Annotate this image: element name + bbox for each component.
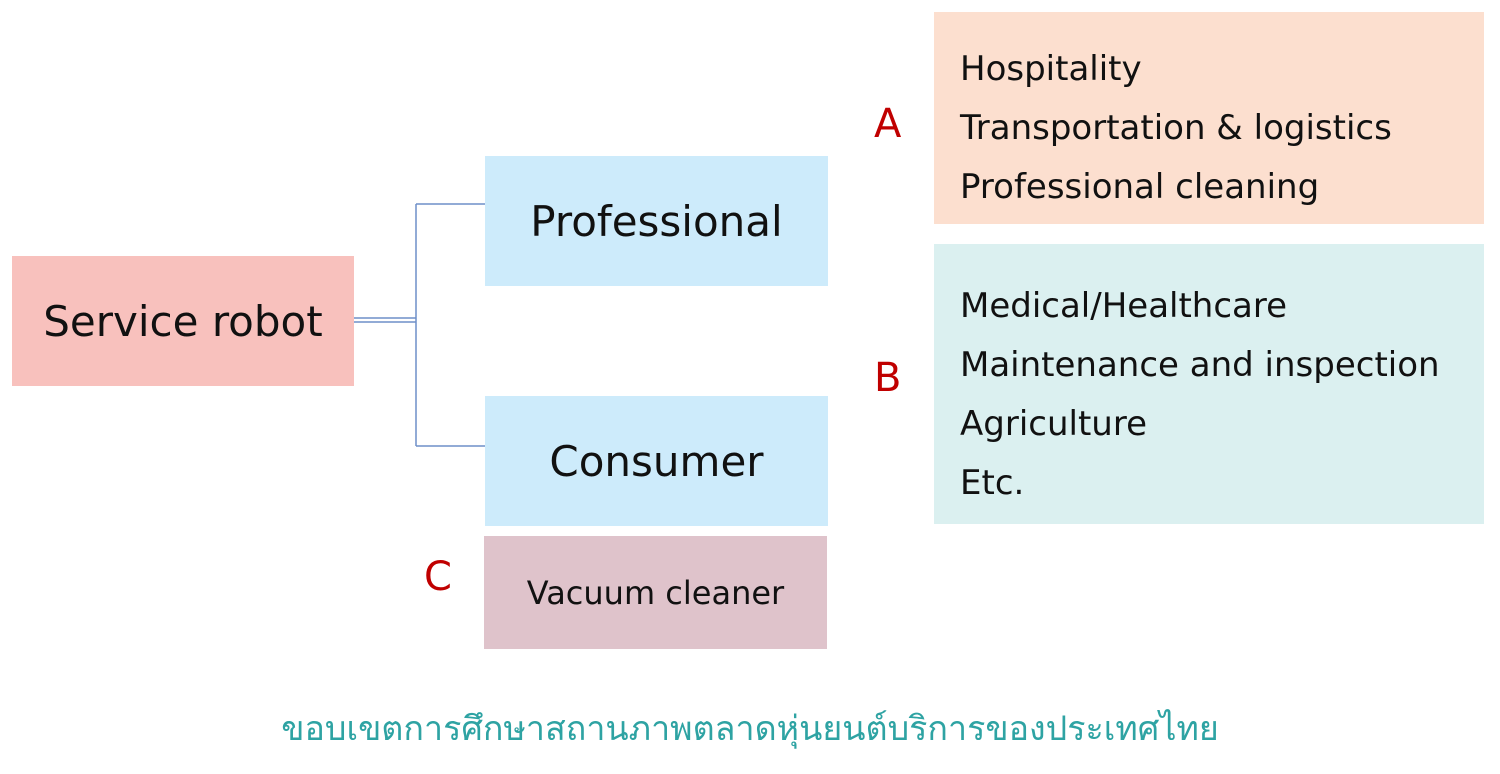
marker-a: A	[874, 101, 902, 147]
consumer-label: Consumer	[549, 436, 764, 486]
list-item-maintenance: Maintenance and inspection	[960, 345, 1440, 385]
vacuum-cleaner-node: Vacuum cleaner	[484, 536, 827, 649]
vacuum-cleaner-label: Vacuum cleaner	[526, 573, 785, 612]
group-b-list: Medical/Healthcare Maintenance and inspe…	[934, 244, 1484, 524]
list-item-etc: Etc.	[960, 463, 1025, 503]
service-robot-label: Service robot	[43, 296, 323, 346]
list-item-professional-cleaning: Professional cleaning	[960, 167, 1320, 207]
consumer-node: Consumer	[485, 396, 828, 526]
marker-b: B	[874, 355, 902, 401]
service-robot-node: Service robot	[12, 256, 354, 386]
professional-node: Professional	[485, 156, 828, 286]
group-a-list: Hospitality Transportation & logistics P…	[934, 12, 1484, 224]
list-item-agriculture: Agriculture	[960, 404, 1147, 444]
list-item-medical: Medical/Healthcare	[960, 286, 1288, 326]
list-item-transportation: Transportation & logistics	[960, 108, 1392, 148]
caption: ขอบเขตการศึกษาสถานภาพตลาดหุ่นยนต์บริการข…	[281, 709, 1219, 749]
list-item-hospitality: Hospitality	[960, 49, 1142, 89]
professional-label: Professional	[530, 196, 783, 246]
marker-c: C	[424, 554, 452, 600]
